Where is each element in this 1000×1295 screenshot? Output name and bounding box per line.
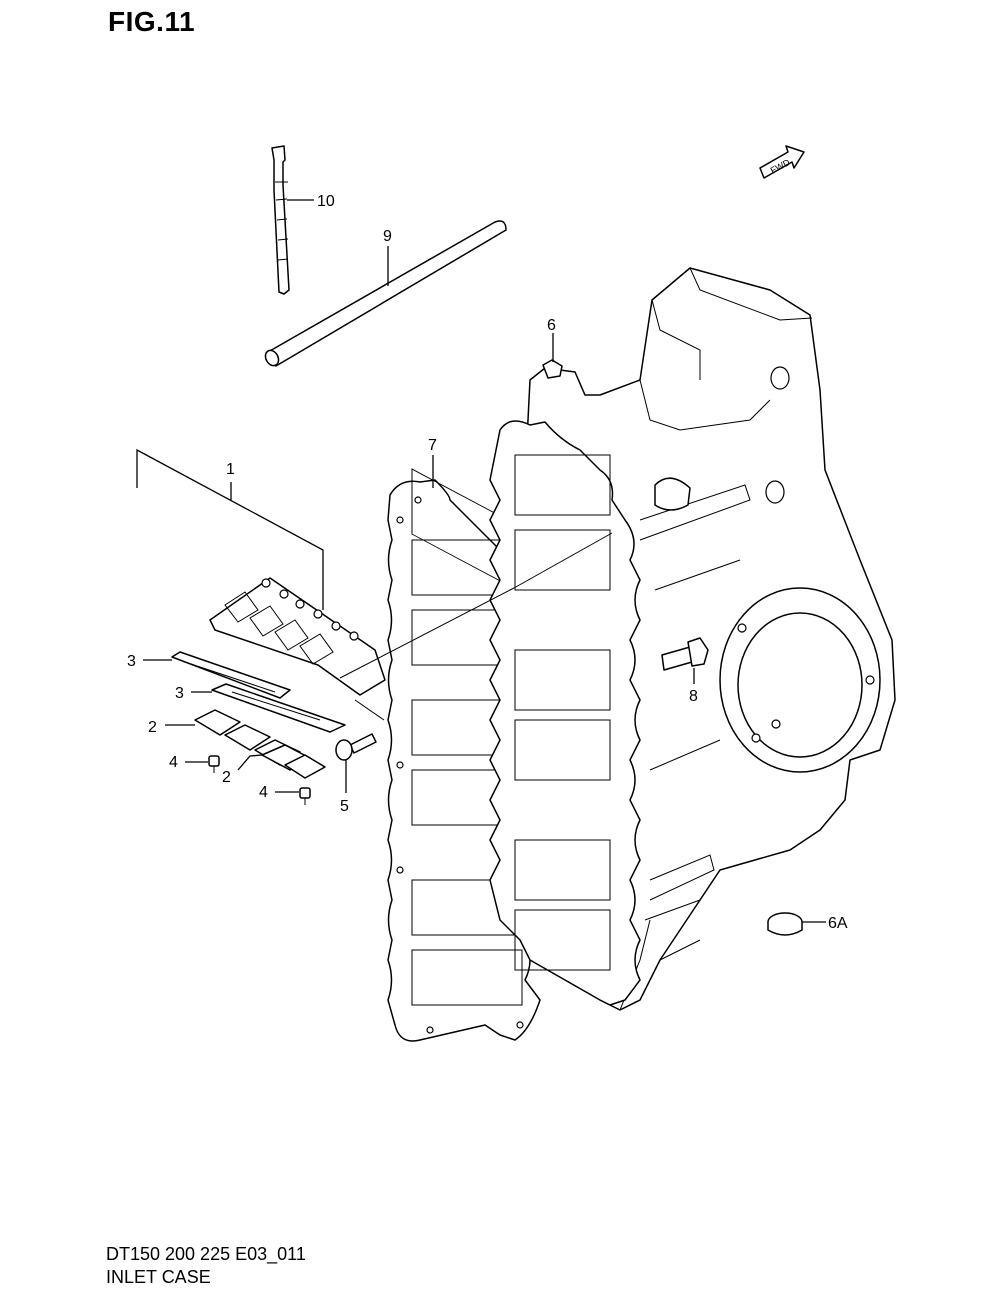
part-2-reed-stopper-lower [261,744,326,779]
part-4-screw-left [208,755,220,773]
part-3-reed-plate-upper [171,651,291,699]
forward-arrow-icon: FWD [759,145,805,179]
callout-9: 9 [383,228,392,245]
callout-8: 8 [689,688,698,705]
part-6-plug [542,359,563,379]
callout-6A: 6A [828,915,848,932]
section-name: INLET CASE [106,1267,211,1287]
part-8-bolt [661,637,709,671]
part-6A-cap [767,912,803,936]
flange-port [514,909,611,971]
callout-4: 4 [169,754,178,771]
flange-port [514,839,611,901]
part-5-screw [335,733,377,761]
part-4-screw-right [299,787,311,805]
part-3-reed-plate-lower [211,683,346,733]
model-code: DT150 200 225 E03_011 [106,1244,306,1264]
flange-port [514,649,611,711]
flange-port [514,529,611,591]
callout-4: 4 [259,784,268,801]
part-1-bracket [136,448,324,610]
part-9-hose [264,220,507,367]
figure-title: FIG.11 [108,6,196,37]
callout-2: 2 [148,719,157,736]
callout-2: 2 [222,769,231,786]
callout-7: 7 [428,437,437,454]
callout-5: 5 [340,798,349,815]
callout-3: 3 [175,685,184,702]
part-10-cable-tie [271,145,290,295]
inlet-case-flange [489,420,641,1006]
part-1-reed-valve-assembly [209,577,386,696]
flange-port [514,454,611,516]
flange-port [514,719,611,781]
callout-10: 10 [317,193,335,210]
callout-1: 1 [226,461,235,478]
callout-6: 6 [547,317,556,334]
callout-3: 3 [127,653,136,670]
